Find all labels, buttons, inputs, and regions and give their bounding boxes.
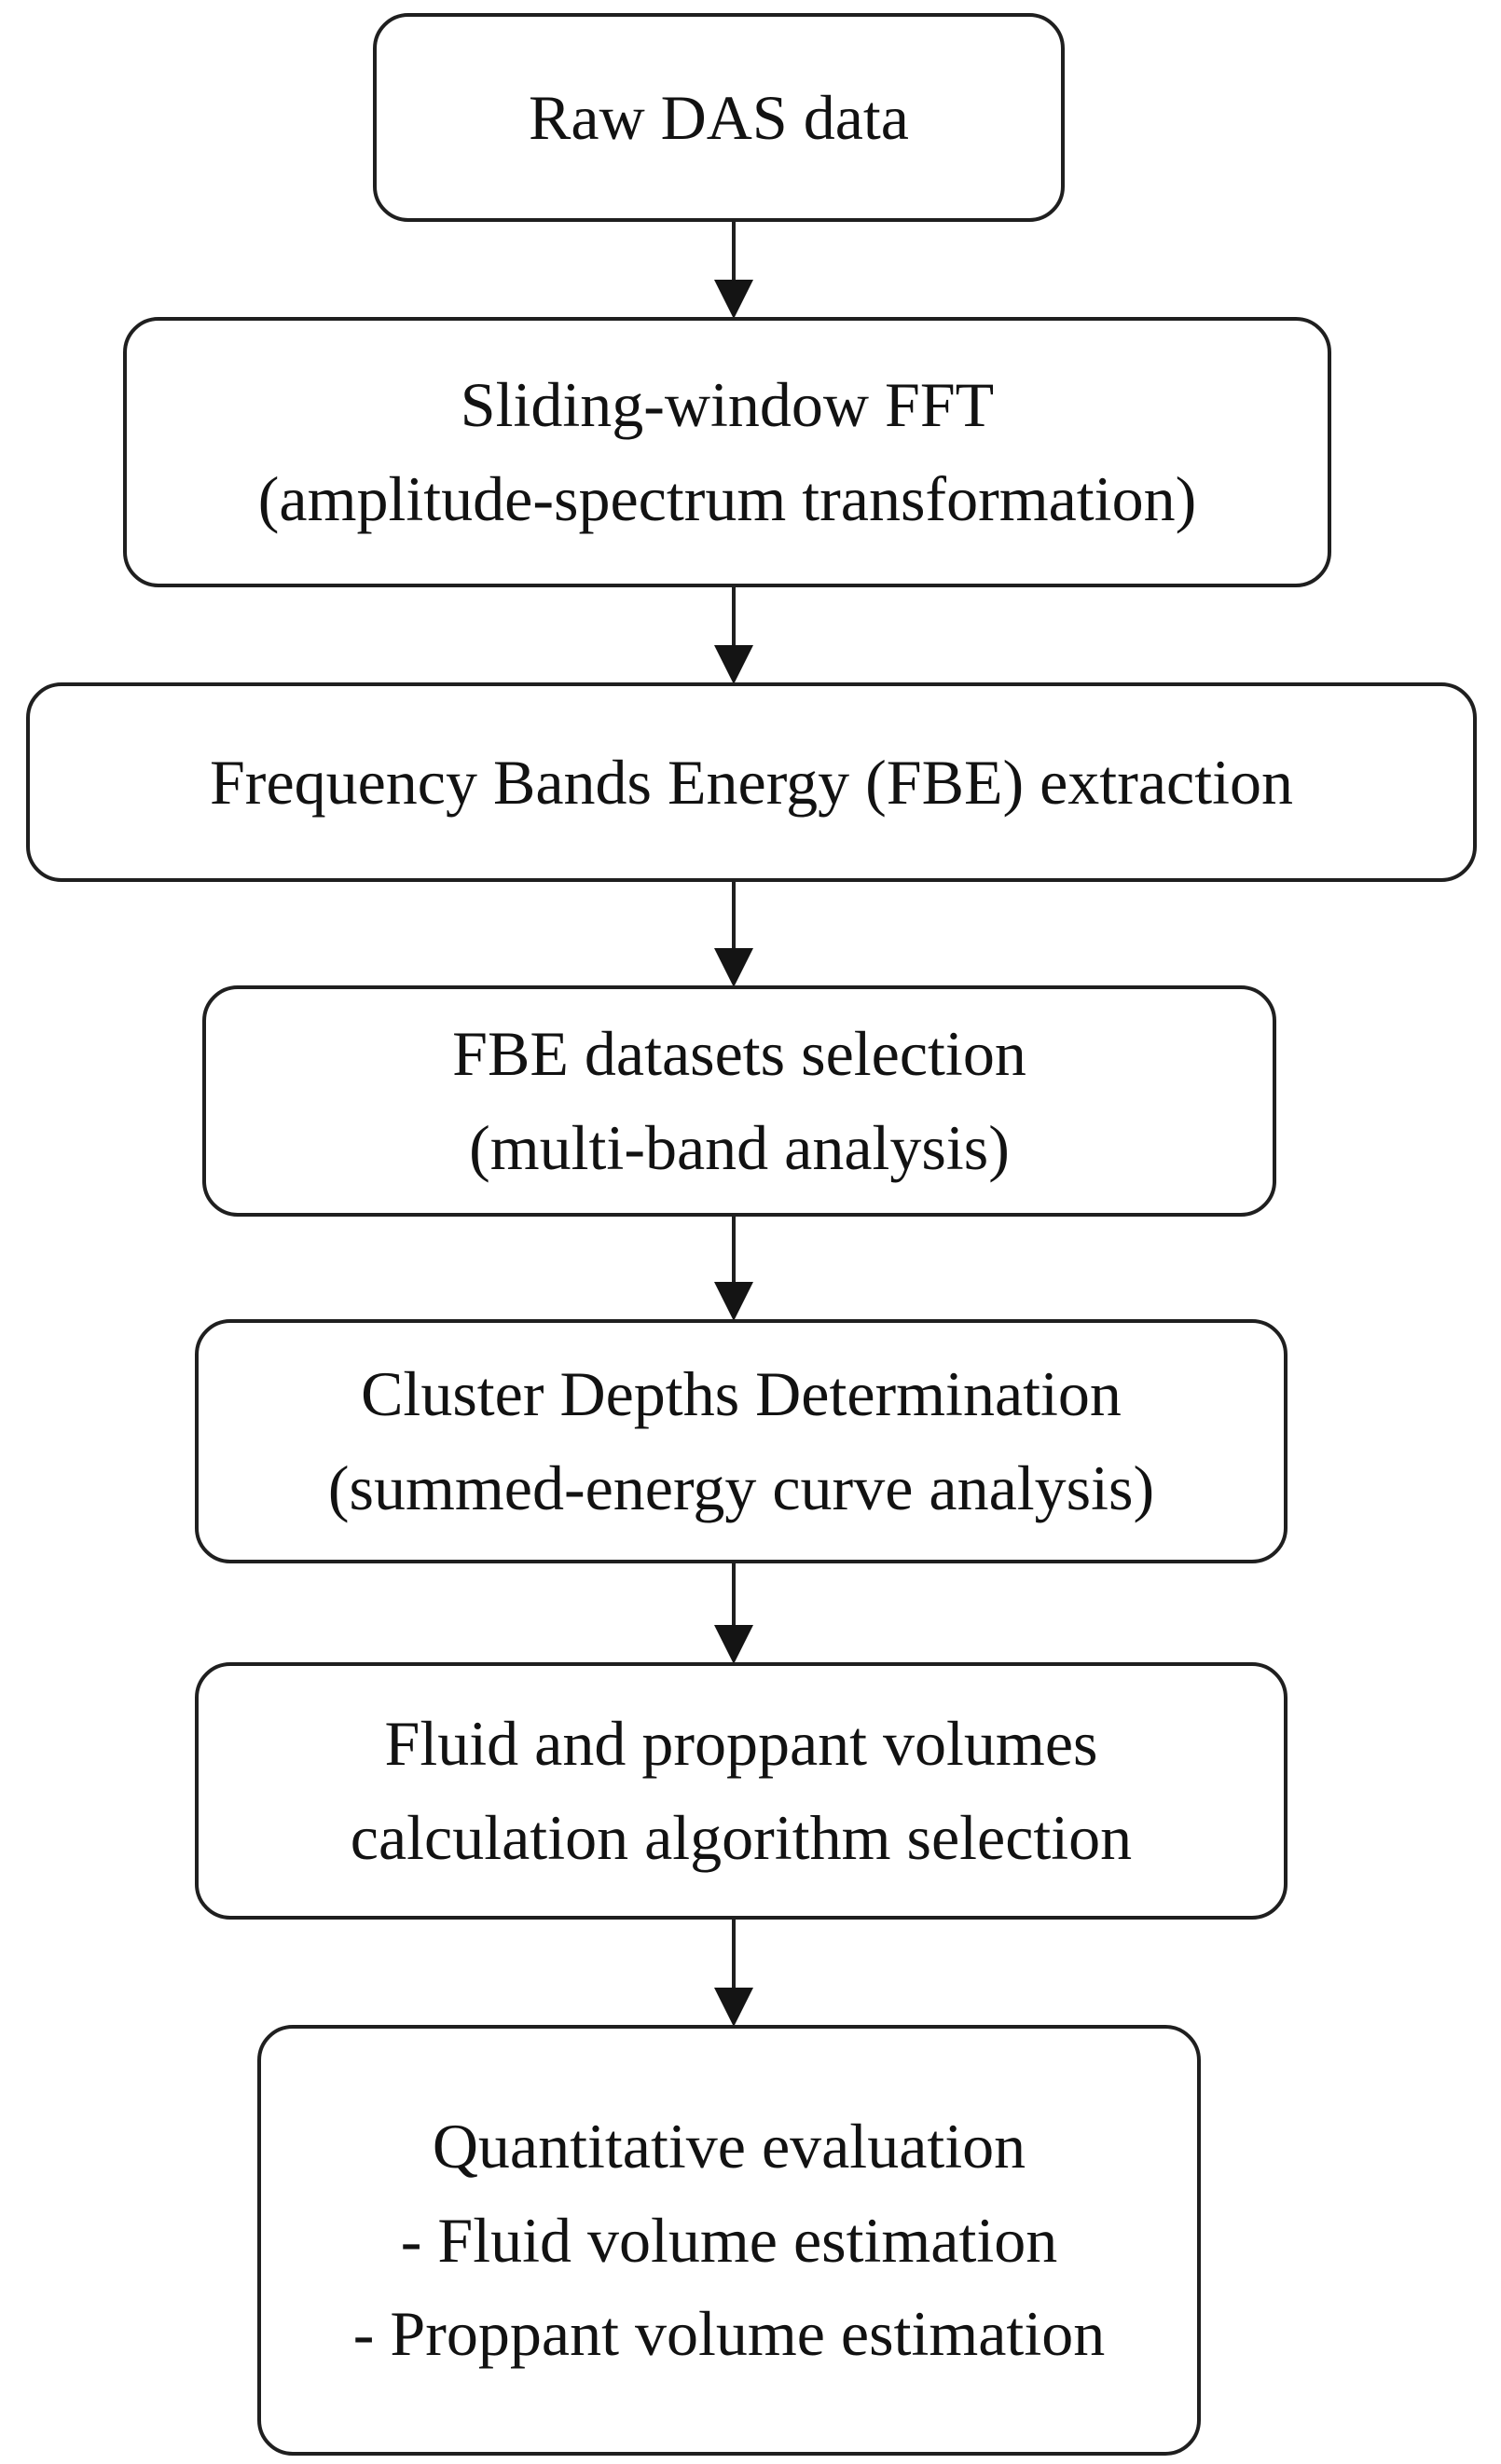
node-label: Frequency Bands Energy (FBE) extraction (209, 746, 1293, 818)
arrow-shaft (732, 220, 736, 280)
node-label: FBE datasets selection (452, 1018, 1026, 1090)
flow-node-sliding-window-fft: Sliding-window FFT (amplitude-spectrum t… (123, 317, 1331, 587)
node-label: Fluid and proppant volumes (384, 1708, 1098, 1780)
arrow-shaft (732, 1215, 736, 1282)
arrowhead-down-icon (714, 1625, 753, 1664)
node-label: Cluster Depths Determination (361, 1358, 1122, 1430)
flow-arrow-down (713, 585, 754, 684)
node-sublabel: (multi-band analysis) (469, 1112, 1010, 1183)
flow-arrow-down (713, 1562, 754, 1664)
arrowhead-down-icon (714, 280, 753, 319)
arrow-shaft (732, 1918, 736, 1988)
arrowhead-down-icon (714, 1988, 753, 2027)
arrowhead-down-icon (714, 1282, 753, 1321)
flow-arrow-down (713, 220, 754, 319)
flow-node-fbe-datasets-selection: FBE datasets selection (multi-band analy… (202, 985, 1276, 1217)
flow-arrow-down (713, 1918, 754, 2027)
arrowhead-down-icon (714, 948, 753, 987)
node-label: Sliding-window FFT (460, 369, 995, 441)
flow-node-volumes-algorithm-selection: Fluid and proppant volumes calculation a… (195, 1662, 1288, 1920)
flow-node-fbe-extraction: Frequency Bands Energy (FBE) extraction (26, 682, 1477, 882)
node-label: Raw DAS data (529, 81, 909, 153)
arrow-shaft (732, 880, 736, 948)
node-label: Quantitative evaluation (432, 2111, 1026, 2182)
node-bullet-fluid: - Fluid volume estimation (400, 2204, 1058, 2276)
arrowhead-down-icon (714, 645, 753, 684)
flow-arrow-down (713, 1215, 754, 1321)
node-sublabel: (summed-energy curve analysis) (327, 1452, 1155, 1523)
flow-arrow-down (713, 880, 754, 987)
flow-node-quantitative-evaluation: Quantitative evaluation - Fluid volume e… (257, 2025, 1201, 2456)
flow-node-cluster-depths-determination: Cluster Depths Determination (summed-ene… (195, 1319, 1288, 1563)
flow-node-raw-das-data: Raw DAS data (373, 13, 1065, 222)
node-sublabel: calculation algorithm selection (350, 1802, 1133, 1873)
node-sublabel: (amplitude-spectrum transformation) (257, 463, 1197, 534)
node-bullet-proppant: - Proppant volume estimation (352, 2298, 1106, 2370)
arrow-shaft (732, 1562, 736, 1625)
arrow-shaft (732, 585, 736, 645)
